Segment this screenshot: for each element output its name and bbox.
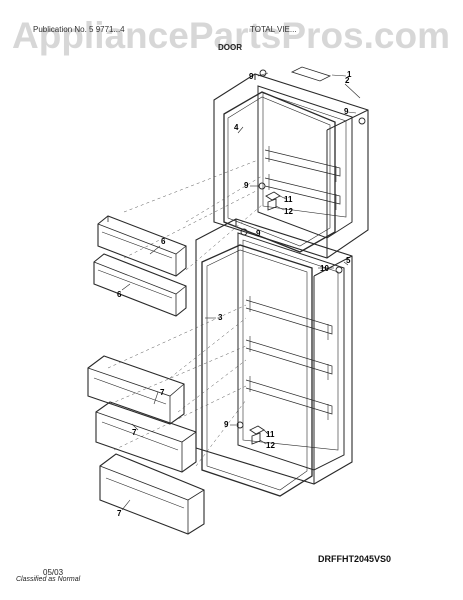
fresh-food-door-gasket	[201, 244, 313, 497]
freezer-door-outer-panel	[213, 73, 369, 259]
freezer-door-gasket	[223, 91, 336, 253]
door-bin-6-upper	[97, 215, 187, 277]
callout-12: 12	[284, 207, 293, 216]
projection-lines	[107, 159, 263, 467]
callout-9: 9	[249, 72, 254, 81]
callout-6: 6	[161, 237, 166, 246]
diagram-code: DRFFHT2045VS0	[318, 554, 392, 564]
callout-1: 1	[347, 70, 352, 79]
callout-7: 7	[117, 509, 122, 518]
callout-9: 9	[344, 107, 349, 116]
callout-10: 10	[320, 264, 329, 273]
door-bin-7-bottom	[99, 453, 205, 535]
door-bin-6-lower	[93, 253, 187, 317]
footer-classification: Classified as Normal	[16, 576, 81, 583]
callout-6: 6	[117, 290, 122, 299]
callout-7: 7	[160, 388, 165, 397]
callout-11: 11	[284, 195, 293, 204]
callout-9: 9	[244, 181, 249, 190]
callout-3: 3	[218, 313, 223, 322]
door-bin-7-top	[87, 355, 185, 425]
publication-number: Publication No. 5 9771...4	[33, 25, 125, 34]
callout-2: 2	[345, 76, 350, 85]
callout-11: 11	[266, 430, 275, 439]
door-bin-7-middle	[95, 401, 197, 473]
callout-9: 9	[224, 420, 229, 429]
footer-date: 05/03	[43, 568, 64, 577]
part-1-trim	[290, 66, 332, 82]
callout-4: 4	[234, 123, 239, 132]
callout-9: 9	[256, 229, 261, 238]
header-title: TOTAL VIE...	[250, 25, 297, 34]
freezer-door-liner	[257, 85, 353, 239]
hinge-bushing-top	[259, 69, 267, 77]
section-title: DOOR	[218, 43, 242, 52]
callout-5: 5	[346, 256, 351, 265]
freezer-door-assembly	[213, 66, 369, 259]
door-stop-part-11	[265, 191, 281, 201]
callout-7: 7	[132, 428, 137, 437]
fresh-food-door-assembly	[195, 218, 353, 497]
callout-12: 12	[266, 441, 275, 450]
fresh-food-door-liner	[237, 232, 345, 471]
door-stop-part-12	[267, 198, 277, 211]
